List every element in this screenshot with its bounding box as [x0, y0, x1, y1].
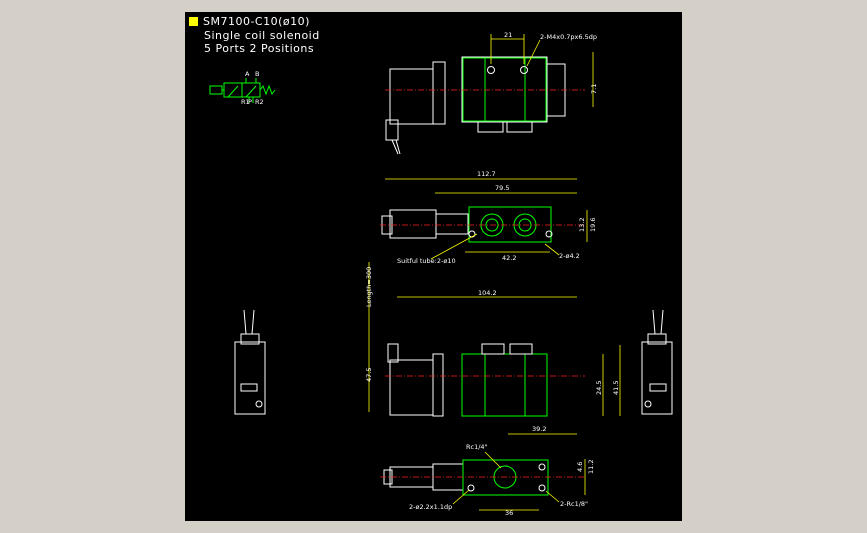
dim-screw: 2-ø2.2x1.1dp — [409, 503, 452, 511]
symbol-label-a: A — [245, 70, 250, 78]
model-name: SM7100-C10(ø10) — [203, 15, 310, 28]
side-view-left — [234, 309, 266, 415]
front-view-top: 21 2-M4x0.7px6.5dp 7.1 — [385, 31, 598, 155]
dim-42-2: 42.2 — [502, 254, 516, 262]
dim-hole-4-2: 2-ø4.2 — [559, 252, 580, 260]
dim-24-5: 24.5 — [595, 381, 603, 395]
dim-rc-1-4: Rc1/4" — [466, 443, 488, 451]
dim-length: Length=300 — [365, 267, 373, 307]
dim-41-5: 41.5 — [612, 381, 620, 395]
valve-symbol: A B R1 P R2 — [209, 70, 276, 106]
dim-39-2: 39.2 — [532, 425, 546, 433]
dim-tube: Suitful tube:2-ø10 — [397, 257, 456, 265]
drawing-sheet: SM7100-C10(ø10) Single coil solenoid 5 P… — [185, 12, 682, 521]
symbol-label-b: B — [255, 70, 259, 78]
bottom-view: Rc1/4" 4.6 11.2 36 2-ø2.2x1.1dp 2-Rc1/8" — [380, 443, 595, 517]
dim-21: 21 — [504, 31, 512, 39]
dim-13-2: 13.2 — [578, 218, 586, 232]
model-title: SM7100-C10(ø10) — [189, 15, 310, 28]
symbol-label-p: P — [248, 98, 252, 106]
title-marker — [189, 17, 198, 26]
dim-104-2: 104.2 — [478, 289, 497, 297]
technical-drawing: A B R1 P R2 21 2-M4x0. — [209, 31, 673, 517]
dim-11-2: 11.2 — [587, 460, 595, 474]
front-view-main: 104.2 Length=300 47.5 24.5 41.5 39.2 — [365, 262, 621, 435]
side-view-right — [641, 309, 673, 415]
dim-112-7: 112.7 — [477, 170, 496, 178]
port-config: 5 Ports 2 Positions — [204, 42, 315, 55]
dim-mount-hole: 2-M4x0.7px6.5dp — [540, 33, 597, 41]
coil-type: Single coil solenoid — [204, 29, 320, 42]
dim-47-5: 47.5 — [365, 368, 373, 382]
top-view: 112.7 79.5 13.2 19.6 42.2 Suitful tube:2… — [380, 170, 597, 265]
dim-7-1: 7.1 — [590, 84, 598, 94]
dim-36: 36 — [505, 509, 513, 517]
dim-19-6: 19.6 — [589, 218, 597, 232]
symbol-label-r1: R1 — [241, 98, 250, 106]
dim-4-6: 4.6 — [576, 462, 584, 472]
symbol-label-r2: R2 — [255, 98, 264, 106]
dim-rc-1-8: 2-Rc1/8" — [560, 500, 588, 508]
dim-79-5: 79.5 — [495, 184, 509, 192]
